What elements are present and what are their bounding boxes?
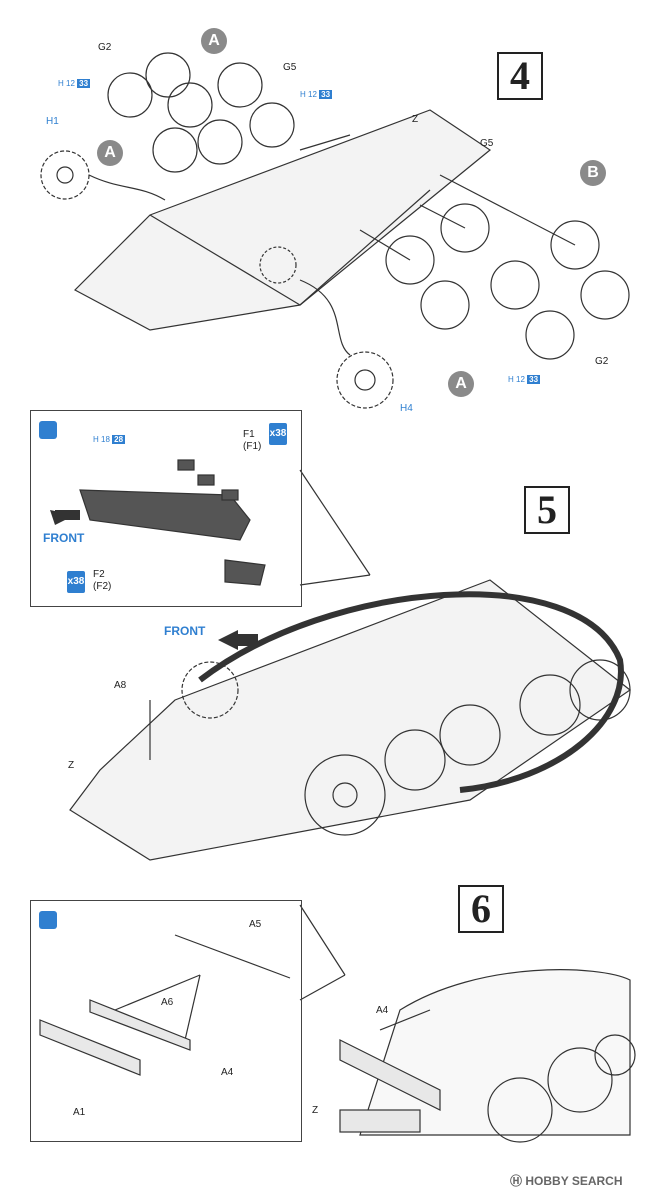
parts-ref: H 12 33 — [508, 375, 541, 384]
road-wheel — [249, 102, 295, 148]
track-links — [79, 489, 251, 541]
label-a1: A1 — [73, 1107, 86, 1118]
hull-z-step5 — [69, 579, 632, 861]
label-f2: F2 — [93, 569, 105, 580]
label-z-step4: Z — [412, 114, 419, 125]
callout-a: A — [201, 28, 227, 54]
label-g2-bottom: G2 — [595, 356, 609, 367]
road-wheel — [525, 310, 575, 360]
callout-b: B — [580, 160, 606, 186]
step-number-5: 5 — [524, 486, 570, 534]
road-wheel — [167, 82, 213, 128]
road-wheel — [420, 280, 470, 330]
hull-z-step4 — [74, 109, 492, 331]
road-wheel — [217, 62, 263, 108]
road-wheel — [440, 203, 490, 253]
road-wheel — [145, 52, 191, 98]
label-z-step6: Z — [312, 1105, 319, 1116]
front-direction-label: FRONT — [164, 624, 206, 638]
glue-icon — [39, 421, 57, 439]
parts-ref: H 12 33 — [58, 79, 91, 88]
quantity-badge: x38 — [269, 423, 287, 445]
label-f1: F1 — [243, 429, 255, 440]
label-g2-top: G2 — [98, 42, 112, 53]
label-h4: H4 — [400, 403, 413, 414]
road-wheel — [197, 119, 243, 165]
track-detail-inset: H 18 28 F1 (F1) x38 FRONT x38 F2 (F2) — [30, 410, 302, 607]
parts-ref: H 12 33 — [300, 90, 333, 99]
label-g5-top: G5 — [283, 62, 297, 73]
label-f1-alt: (F1) — [243, 441, 262, 452]
road-wheel — [550, 220, 600, 270]
road-wheel — [580, 270, 630, 320]
label-f2-alt: (F2) — [93, 581, 112, 592]
road-wheel — [490, 260, 540, 310]
step-number-4: 4 — [497, 52, 543, 100]
parts-ref: H 18 28 — [93, 435, 126, 444]
label-a6: A6 — [161, 997, 174, 1008]
callout-a: A — [97, 140, 123, 166]
quantity-badge: x38 — [67, 571, 85, 593]
watermark: Ⓗ HOBBY SEARCH — [510, 1172, 622, 1189]
spring-a1 — [39, 1019, 141, 1076]
label-g5-right: G5 — [480, 138, 494, 149]
sprocket-h1 — [40, 150, 90, 200]
road-wheel — [107, 72, 153, 118]
label-h1: H1 — [46, 116, 59, 127]
label-a4-step6: A4 — [376, 1005, 389, 1016]
label-a5: A5 — [249, 919, 262, 930]
road-wheel — [152, 127, 198, 173]
label-a4: A4 — [221, 1067, 234, 1078]
road-wheel — [385, 235, 435, 285]
label-z-step5: Z — [68, 760, 75, 771]
callout-a: A — [448, 371, 474, 397]
glue-icon — [39, 911, 57, 929]
track-run — [198, 591, 624, 793]
step-number-6: 6 — [458, 885, 504, 933]
front-direction-label: FRONT — [43, 531, 85, 545]
label-a8: A8 — [114, 680, 127, 691]
watermark-logo: Ⓗ — [510, 1174, 523, 1188]
sprocket-h4 — [336, 351, 394, 409]
rod-a5 — [174, 934, 291, 979]
watermark-text: HOBBY SEARCH — [525, 1174, 623, 1188]
suspension-detail-inset: A5 A6 A1 A4 — [30, 900, 302, 1142]
